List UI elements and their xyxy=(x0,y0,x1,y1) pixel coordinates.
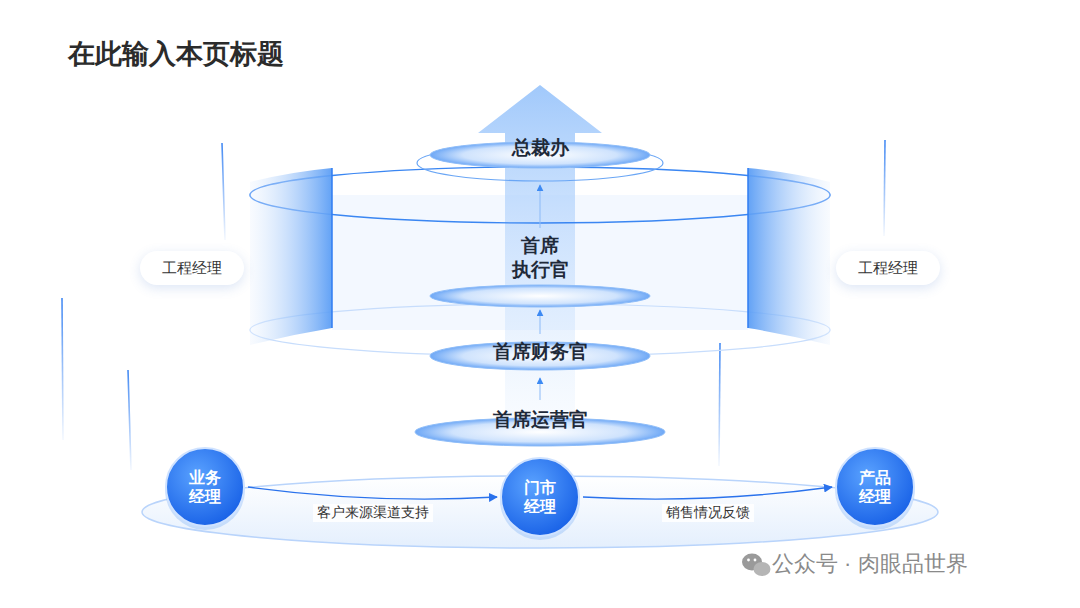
page-title: 在此输入本页标题 xyxy=(68,36,284,72)
flow-connector xyxy=(540,185,541,228)
level-disc: 首席运营官 xyxy=(415,402,665,448)
circle-label: 门市 经理 xyxy=(522,478,559,516)
circle-fill xyxy=(501,458,579,536)
level-disc: 首席 执行官 xyxy=(430,230,650,308)
node-label: 首席 执行官 xyxy=(510,234,570,282)
disc-ellipse xyxy=(430,285,650,307)
connector-label: 销售情况反馈 xyxy=(662,504,754,522)
flow-connector xyxy=(540,378,541,400)
level-disc: 总裁办 xyxy=(415,133,665,183)
role-circle: 业务 经理 xyxy=(164,446,246,528)
flow-connector xyxy=(583,487,832,499)
node-label: 首席财务官 xyxy=(440,340,640,364)
flow-connector xyxy=(540,310,541,334)
connector-label: 客户来源渠道支持 xyxy=(313,504,433,522)
node-label: 工程经理 xyxy=(856,259,920,277)
circle-fill xyxy=(836,448,914,526)
circle-shape xyxy=(164,446,246,528)
circle-fill xyxy=(166,448,244,526)
circle-label: 业务 经理 xyxy=(187,468,224,506)
circle-shape xyxy=(499,456,581,538)
circle-shape xyxy=(834,446,916,528)
circle-label: 产品 经理 xyxy=(857,468,894,506)
node-label: 工程经理 xyxy=(160,259,224,277)
role-circle: 产品 经理 xyxy=(834,446,916,528)
side-label-pill: 工程经理 xyxy=(836,251,940,285)
watermark: 公众号 · 肉眼品世界 xyxy=(772,549,968,579)
side-label-pill: 工程经理 xyxy=(140,251,244,285)
level-disc: 首席财务官 xyxy=(430,336,650,376)
node-label: 首席运营官 xyxy=(440,408,640,432)
flow-connector xyxy=(248,487,497,499)
role-circle: 门市 经理 xyxy=(499,456,581,538)
node-label: 总裁办 xyxy=(440,136,640,160)
